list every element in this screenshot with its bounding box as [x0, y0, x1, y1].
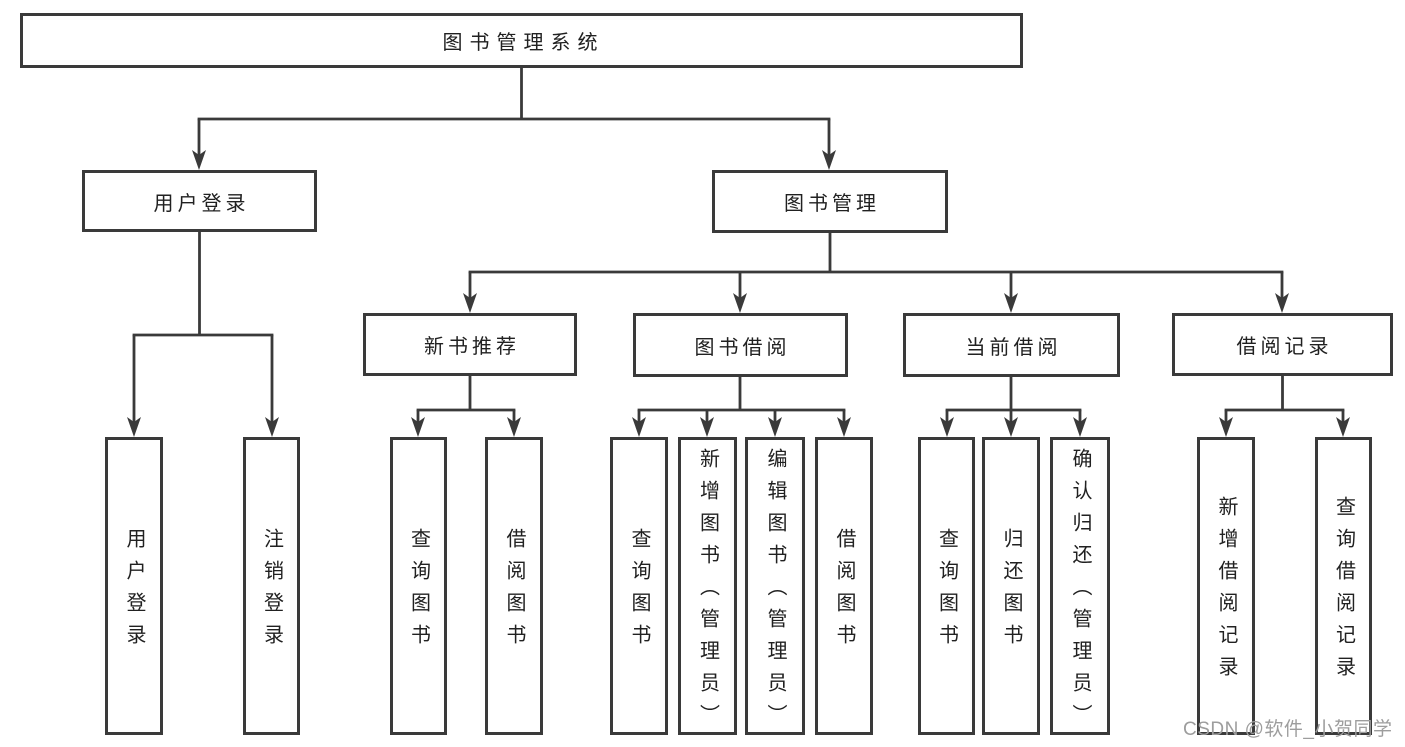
leaf-br-add-record-label: 新增借阅记录: [1215, 496, 1237, 688]
node-book-management: 图书管理: [712, 170, 948, 233]
node-borrow-records-label: 借阅记录: [1236, 336, 1333, 358]
leaf-user-login: 用户登录: [105, 437, 163, 735]
leaf-cb-confirm-return-admin-label: 确认归还（管理员）: [1069, 448, 1091, 736]
node-user-login: 用户登录: [82, 170, 317, 232]
leaf-nb-query-books-label: 查询图书: [407, 528, 430, 656]
leaf-br-add-record: 新增借阅记录: [1197, 437, 1255, 735]
node-root-label: 图书管理系统: [442, 32, 605, 54]
leaf-bb-query-books-label: 查询图书: [628, 528, 650, 656]
leaf-nb-query-books: 查询图书: [390, 437, 447, 735]
leaf-cb-confirm-return-admin: 确认归还（管理员）: [1050, 437, 1110, 736]
leaf-cb-return-books-label: 归还图书: [1000, 528, 1022, 656]
leaf-nb-borrow-books-label: 借阅图书: [503, 528, 525, 656]
leaf-br-query-record-label: 查询借阅记录: [1332, 496, 1355, 688]
leaf-br-query-record: 查询借阅记录: [1315, 437, 1372, 735]
node-current-borrow-label: 当前借阅: [965, 336, 1062, 359]
watermark: CSDN @软件_小贺同学: [1183, 719, 1393, 740]
node-book-borrow: 图书借阅: [633, 313, 848, 377]
leaf-cb-query-books: 查询图书: [918, 437, 975, 735]
leaf-bb-borrow-books: 借阅图书: [815, 437, 873, 735]
leaf-bb-add-books-admin-label: 新增图书（管理员）: [696, 448, 719, 736]
node-user-login-label: 用户登录: [153, 192, 250, 215]
node-current-borrow: 当前借阅: [903, 313, 1120, 377]
node-new-book-recommend-label: 新书推荐: [424, 336, 520, 358]
node-root: 图书管理系统: [20, 13, 1023, 68]
leaf-logout: 注销登录: [243, 437, 300, 735]
node-book-management-label: 图书管理: [784, 193, 880, 215]
leaf-bb-edit-books-admin: 编辑图书（管理员）: [745, 437, 805, 736]
leaf-logout-label: 注销登录: [260, 528, 283, 656]
leaf-cb-query-books-label: 查询图书: [935, 528, 958, 656]
leaf-bb-add-books-admin: 新增图书（管理员）: [678, 437, 737, 736]
leaf-bb-borrow-books-label: 借阅图书: [833, 528, 855, 656]
leaf-nb-borrow-books: 借阅图书: [485, 437, 543, 735]
node-borrow-records: 借阅记录: [1172, 313, 1393, 376]
node-new-book-recommend: 新书推荐: [363, 313, 577, 376]
leaf-bb-query-books: 查询图书: [610, 437, 668, 735]
leaf-cb-return-books: 归还图书: [982, 437, 1040, 735]
leaf-user-login-label: 用户登录: [123, 528, 145, 656]
node-book-borrow-label: 图书借阅: [694, 336, 791, 359]
leaf-bb-edit-books-admin-label: 编辑图书（管理员）: [764, 448, 786, 736]
